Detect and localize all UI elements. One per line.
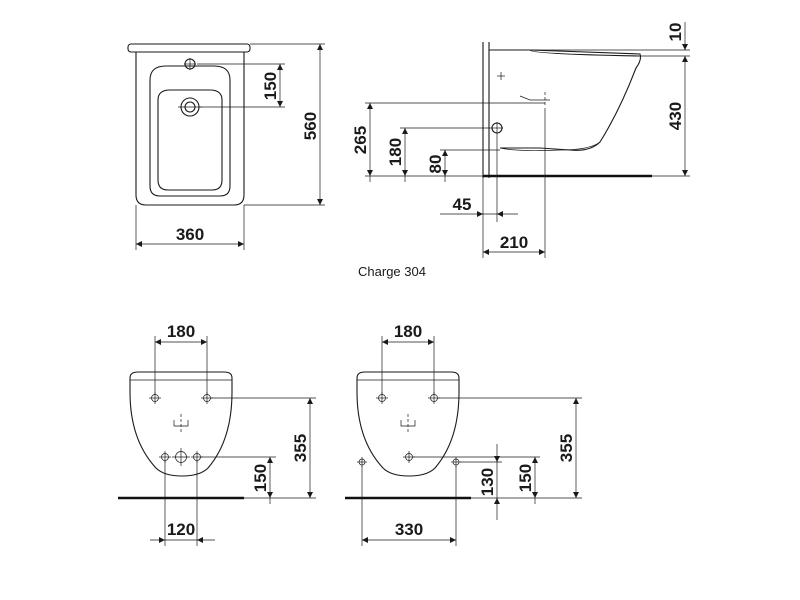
dim-side-outlet-height: 265	[351, 126, 370, 154]
dim-back-left-height: 355	[291, 434, 310, 462]
dim-side-depth: 210	[500, 233, 528, 252]
side-view: 10 430 265 180 80 45 210	[351, 22, 690, 258]
dim-back-left-hole-spacing: 180	[167, 322, 195, 341]
top-view: 150 560 360	[127, 43, 325, 250]
dim-back-right-base-width: 330	[395, 520, 423, 539]
dim-back-right-inlet-height: 130	[478, 468, 497, 496]
dim-back-left-lower-height: 150	[251, 464, 270, 492]
dim-top-width: 360	[176, 225, 204, 244]
caption: Charge 304	[358, 264, 426, 279]
dim-back-right-height: 355	[557, 434, 576, 462]
back-view-left: 180 355 150 120	[118, 322, 316, 546]
dim-side-inlet-height: 180	[386, 138, 405, 166]
dim-side-gap: 10	[666, 23, 685, 42]
dim-top-depth: 560	[301, 112, 320, 140]
back-view-right: 180 355 150 130 330	[345, 322, 582, 546]
dimension-arrowheads	[136, 44, 688, 543]
dim-side-connection-height: 80	[426, 155, 445, 174]
dim-side-height: 430	[666, 102, 685, 130]
dim-back-right-lower-height: 150	[516, 464, 535, 492]
dim-back-right-hole-spacing: 180	[394, 322, 422, 341]
dim-back-left-lower-spacing: 120	[167, 520, 195, 539]
dim-top-fitting-offset: 150	[261, 72, 280, 100]
dim-side-offset: 45	[453, 195, 472, 214]
